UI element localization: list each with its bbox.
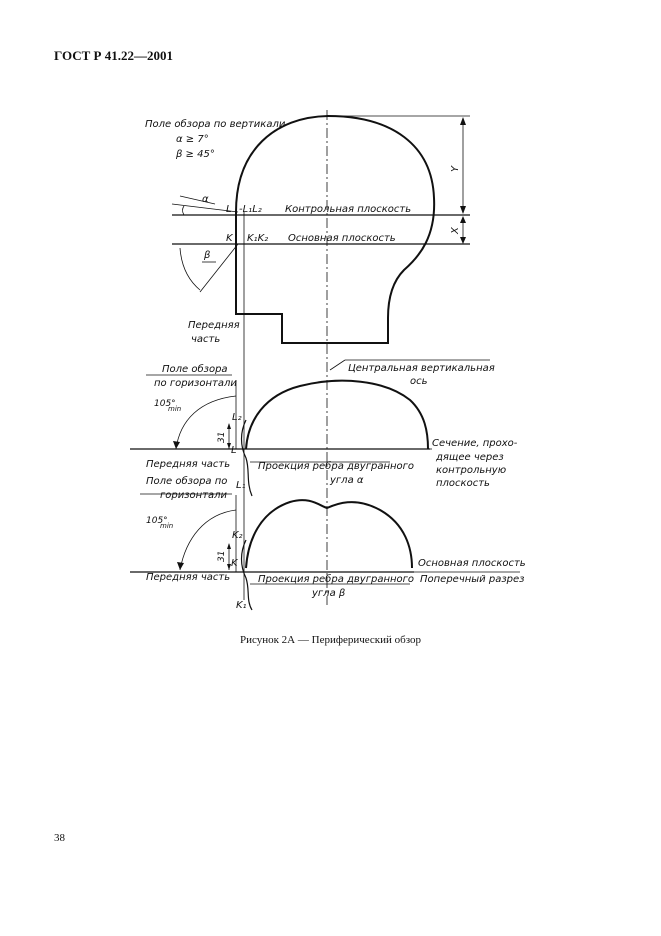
label-base-plane: Основная плоскость bbox=[288, 233, 396, 244]
label-X: X bbox=[450, 226, 461, 235]
page-number: 38 bbox=[54, 832, 65, 844]
beta-ray bbox=[199, 243, 239, 293]
label-front-part-2: часть bbox=[191, 334, 220, 345]
label-front-part-1: Передняя bbox=[188, 320, 240, 331]
horizontal-field-arc-1 bbox=[175, 395, 237, 450]
label-horizontal-field-2a: Поле обзора по bbox=[146, 475, 227, 487]
label-L1-section: L₁ bbox=[236, 480, 246, 491]
label-horizontal-field-1a: Поле обзора bbox=[162, 363, 228, 375]
label-31-a: 31 bbox=[217, 432, 227, 443]
base-section-projection bbox=[240, 539, 253, 611]
label-L1L2: -L₁L₂ bbox=[239, 204, 262, 215]
label-Y: Y bbox=[450, 165, 461, 172]
base-section-outline bbox=[245, 499, 413, 569]
label-section-1: Сечение, прохо- bbox=[432, 438, 518, 449]
label-K1-section: K₁ bbox=[236, 600, 247, 611]
figure-caption: Рисунок 2А — Периферический обзор bbox=[239, 634, 422, 646]
label-proj-beta-1: Проекция ребра двугранного bbox=[258, 573, 414, 585]
beta-arc bbox=[179, 247, 201, 291]
label-L: L bbox=[226, 204, 232, 215]
label-proj-alpha-1: Проекция ребра двугранного bbox=[258, 460, 414, 472]
label-section-3: контрольную bbox=[436, 465, 506, 476]
label-proj-alpha-2: угла α bbox=[329, 475, 364, 486]
label-min-a: min bbox=[168, 405, 181, 413]
head-side-outline bbox=[235, 114, 436, 344]
document-header: ГОСТ Р 41.22—2001 bbox=[54, 48, 173, 63]
control-section-projection bbox=[240, 419, 253, 497]
label-central-axis-2: ось bbox=[410, 376, 428, 387]
label-front-part-a: Передняя часть bbox=[146, 459, 230, 470]
label-alpha-condition: α ≥ 7° bbox=[176, 134, 209, 145]
label-proj-beta-2: угла β bbox=[311, 588, 346, 599]
label-horizontal-field-1b: по горизонтали bbox=[154, 378, 237, 389]
label-min-b: min bbox=[160, 522, 173, 530]
label-K-section: K bbox=[231, 558, 239, 569]
label-K1K2: K₁K₂ bbox=[247, 233, 268, 244]
label-vertical-field: Поле обзора по вертикали bbox=[145, 118, 286, 130]
label-base-plane-2: Основная плоскость bbox=[418, 558, 526, 569]
label-105-a: 105° bbox=[154, 399, 176, 409]
horizontal-field-arc-2 bbox=[179, 509, 237, 571]
label-horizontal-field-2b: горизонтали bbox=[160, 490, 228, 501]
label-central-axis-1: Центральная вертикальная bbox=[348, 363, 495, 374]
label-K2: K₂ bbox=[232, 530, 243, 541]
label-front-part-b: Передняя часть bbox=[146, 572, 230, 583]
label-alpha: α bbox=[202, 194, 209, 205]
label-section-4: плоскость bbox=[436, 478, 490, 489]
alpha-arc bbox=[182, 205, 185, 216]
control-section-outline bbox=[245, 379, 429, 450]
label-beta-condition: β ≥ 45° bbox=[175, 149, 215, 160]
label-31-b: 31 bbox=[217, 551, 227, 562]
label-K: K bbox=[226, 233, 234, 244]
label-105-b: 105° bbox=[146, 516, 168, 526]
label-L2: L₂ bbox=[232, 412, 242, 423]
alpha-ray bbox=[171, 203, 239, 213]
label-cross-section: Поперечный разрез bbox=[420, 574, 524, 585]
label-control-plane: Контрольная плоскость bbox=[285, 204, 411, 215]
label-section-2: дящее через bbox=[435, 452, 504, 463]
label-L-section: L bbox=[231, 445, 237, 456]
label-beta: β bbox=[203, 250, 211, 261]
